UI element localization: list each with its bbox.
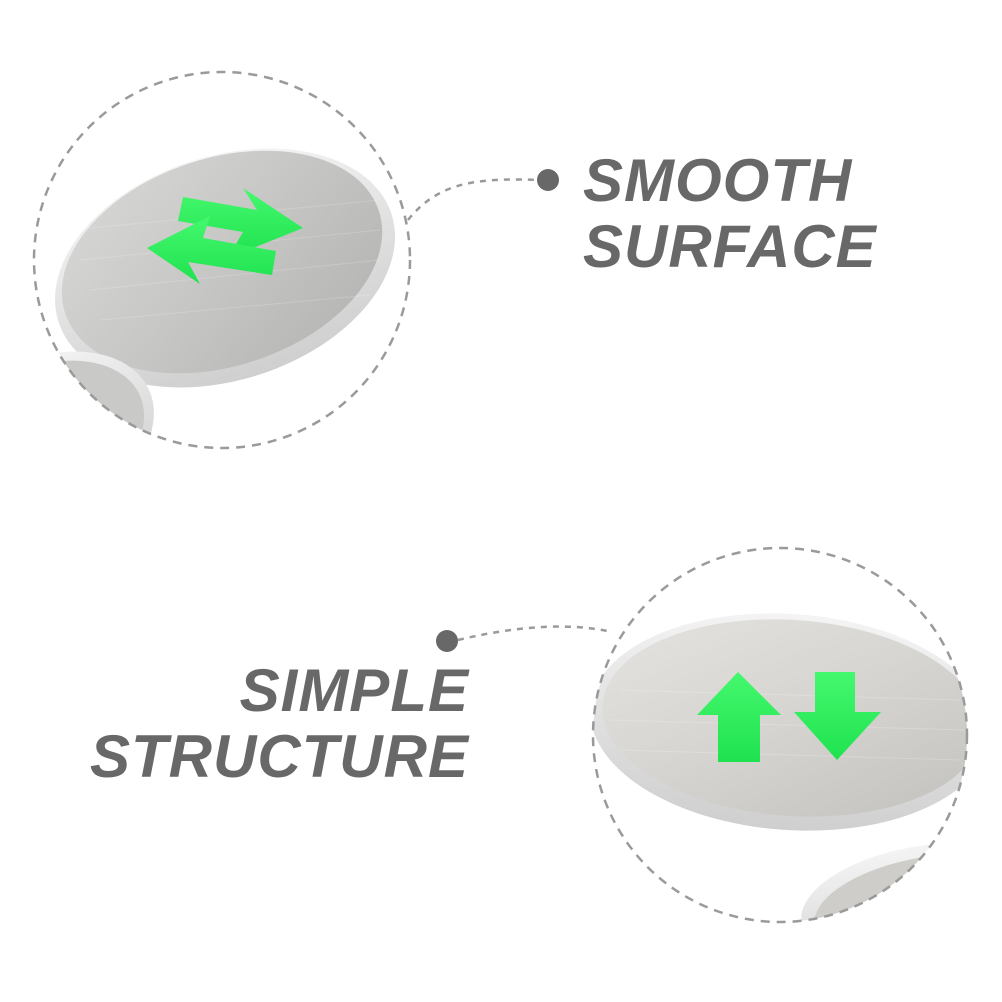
connector-line-top: [407, 178, 546, 221]
dashed-circle-top: [32, 70, 412, 450]
callout-line: STRUCTURE: [90, 723, 469, 790]
dashed-circle-bottom: [591, 546, 969, 924]
connector-dot-bottom: [436, 630, 458, 652]
callout-line: SMOOTH: [583, 147, 853, 214]
callout-line: SIMPLE: [239, 657, 469, 724]
callout-label-simple-structure: SIMPLE STRUCTURE: [90, 658, 469, 790]
callout-line: SURFACE: [583, 213, 877, 280]
connector-dot-top: [537, 169, 559, 191]
callout-label-smooth-surface: SMOOTH SURFACE: [583, 148, 877, 280]
brushed-metal-plate-bottom: [602, 619, 967, 817]
magnifier-top: [32, 70, 412, 450]
connector-line-bottom: [457, 625, 613, 642]
up-down-arrows-icon: [697, 672, 881, 762]
swap-horizontal-arrows-icon: [147, 188, 303, 284]
magnifier-bottom: [591, 546, 969, 924]
